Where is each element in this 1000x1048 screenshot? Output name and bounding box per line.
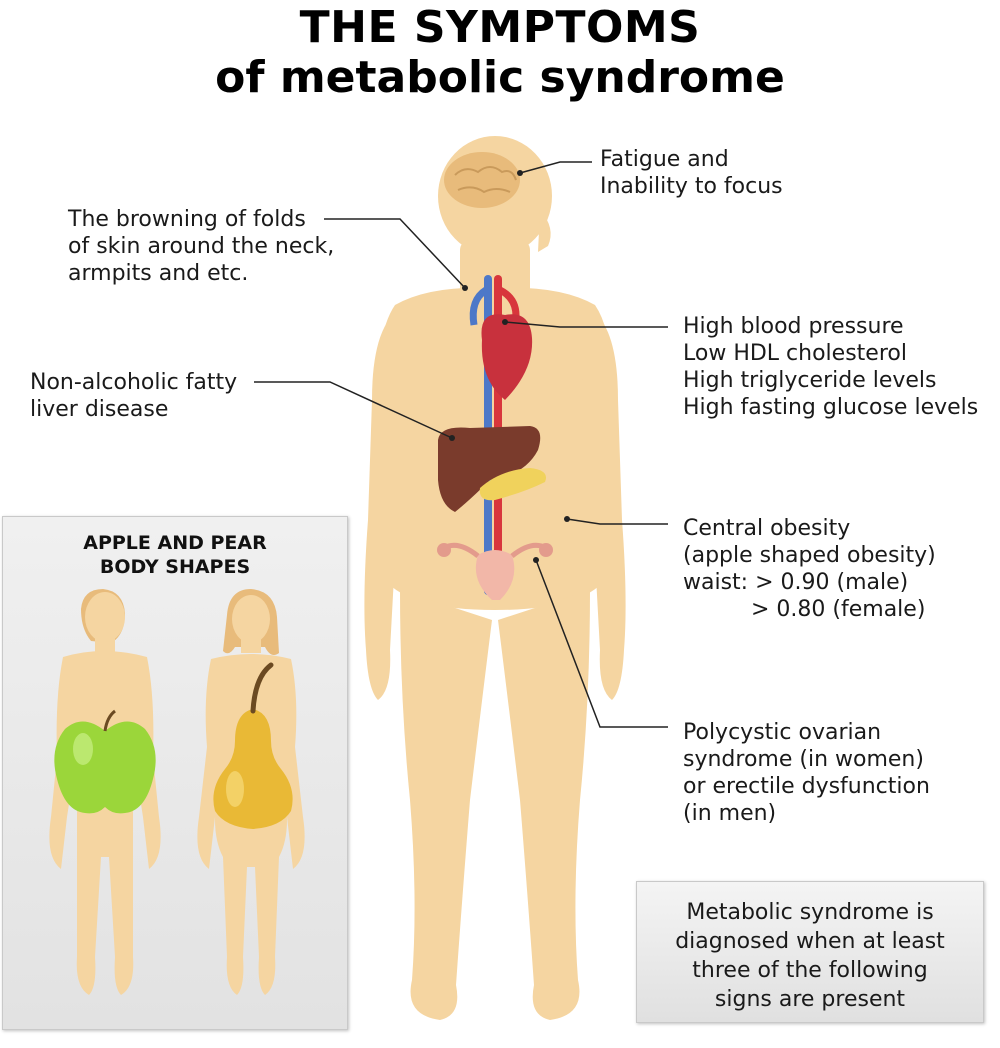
label-polycystic: Polycystic ovarian syndrome (in women) o… — [683, 720, 930, 826]
panel-title: APPLE AND PEAR BODY SHAPES — [83, 532, 267, 578]
apple-icon — [54, 709, 156, 814]
leader-dots — [449, 170, 570, 563]
page-title: THE SYMPTOMS — [299, 2, 701, 53]
heart-icon — [481, 314, 533, 400]
liver-icon — [438, 426, 541, 512]
leader-lines — [254, 161, 668, 728]
label-blood-markers: High blood pressure Low HDL cholesterol … — [683, 314, 979, 420]
diagnosis-note: Metabolic syndrome is diagnosed when at … — [636, 881, 984, 1023]
pancreas-icon — [479, 468, 546, 501]
label-skin-browning: The browning of folds of skin around the… — [68, 207, 335, 286]
body-shapes-illustration — [49, 589, 305, 995]
pear-icon — [213, 662, 293, 829]
human-body-figure — [364, 136, 626, 1020]
page-subtitle: of metabolic syndrome — [215, 52, 785, 103]
label-central-obesity: Central obesity (apple shaped obesity) w… — [683, 516, 936, 622]
label-fatty-liver: Non-alcoholic fatty liver disease — [30, 370, 238, 422]
brain-icon — [444, 152, 520, 208]
apple-pear-panel: APPLE AND PEAR BODY SHAPES — [2, 516, 348, 1030]
label-fatigue: Fatigue and Inability to focus — [600, 147, 783, 199]
uterus-icon — [437, 542, 553, 600]
